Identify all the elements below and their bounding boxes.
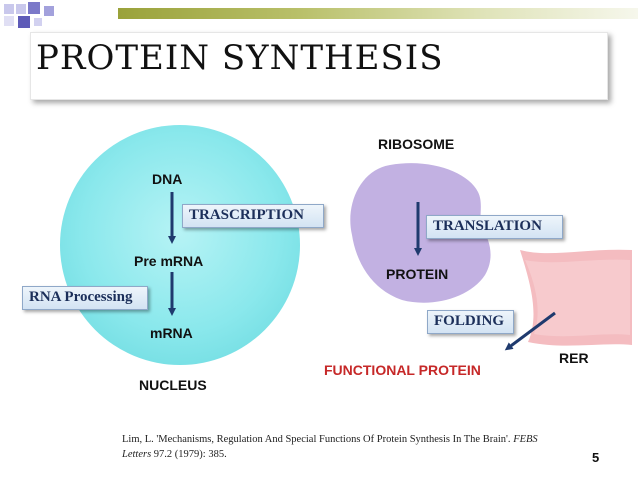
pre-mrna-label: Pre mRNA [134,253,204,269]
transcription-label: TRASCRIPTION [182,204,324,228]
rna-processing-label: RNA Processing [22,286,148,310]
ribosome-shape [350,163,491,303]
header-decoration [0,0,638,28]
nucleus-circle [60,125,300,365]
rer-label: RER [559,350,589,366]
title-box [30,32,608,100]
header-bar [118,8,638,19]
translation-label: TRANSLATION [426,215,563,239]
dna-label: DNA [152,171,183,187]
citation-journal: FEBS Letters [122,434,538,460]
citation: Lim, L. 'Mechanisms, Regulation And Spec… [122,432,562,462]
functional-protein-label: FUNCTIONAL PROTEIN [324,362,481,378]
mrna-label: mRNA [150,325,193,341]
arrow-folding [504,311,556,351]
nucleus-label: NUCLEUS [139,377,207,393]
folding-label: FOLDING [427,310,514,334]
ribosome-label: RIBOSOME [378,136,455,152]
citation-text: Lim, L. 'Mechanisms, Regulation And Spec… [122,434,514,445]
page-number: 5 [592,450,600,465]
protein-label: PROTEIN [386,266,449,282]
citation-details: 97.2 (1979): 385. [151,449,227,460]
slide-title: PROTEIN SYNTHESIS [36,38,444,78]
